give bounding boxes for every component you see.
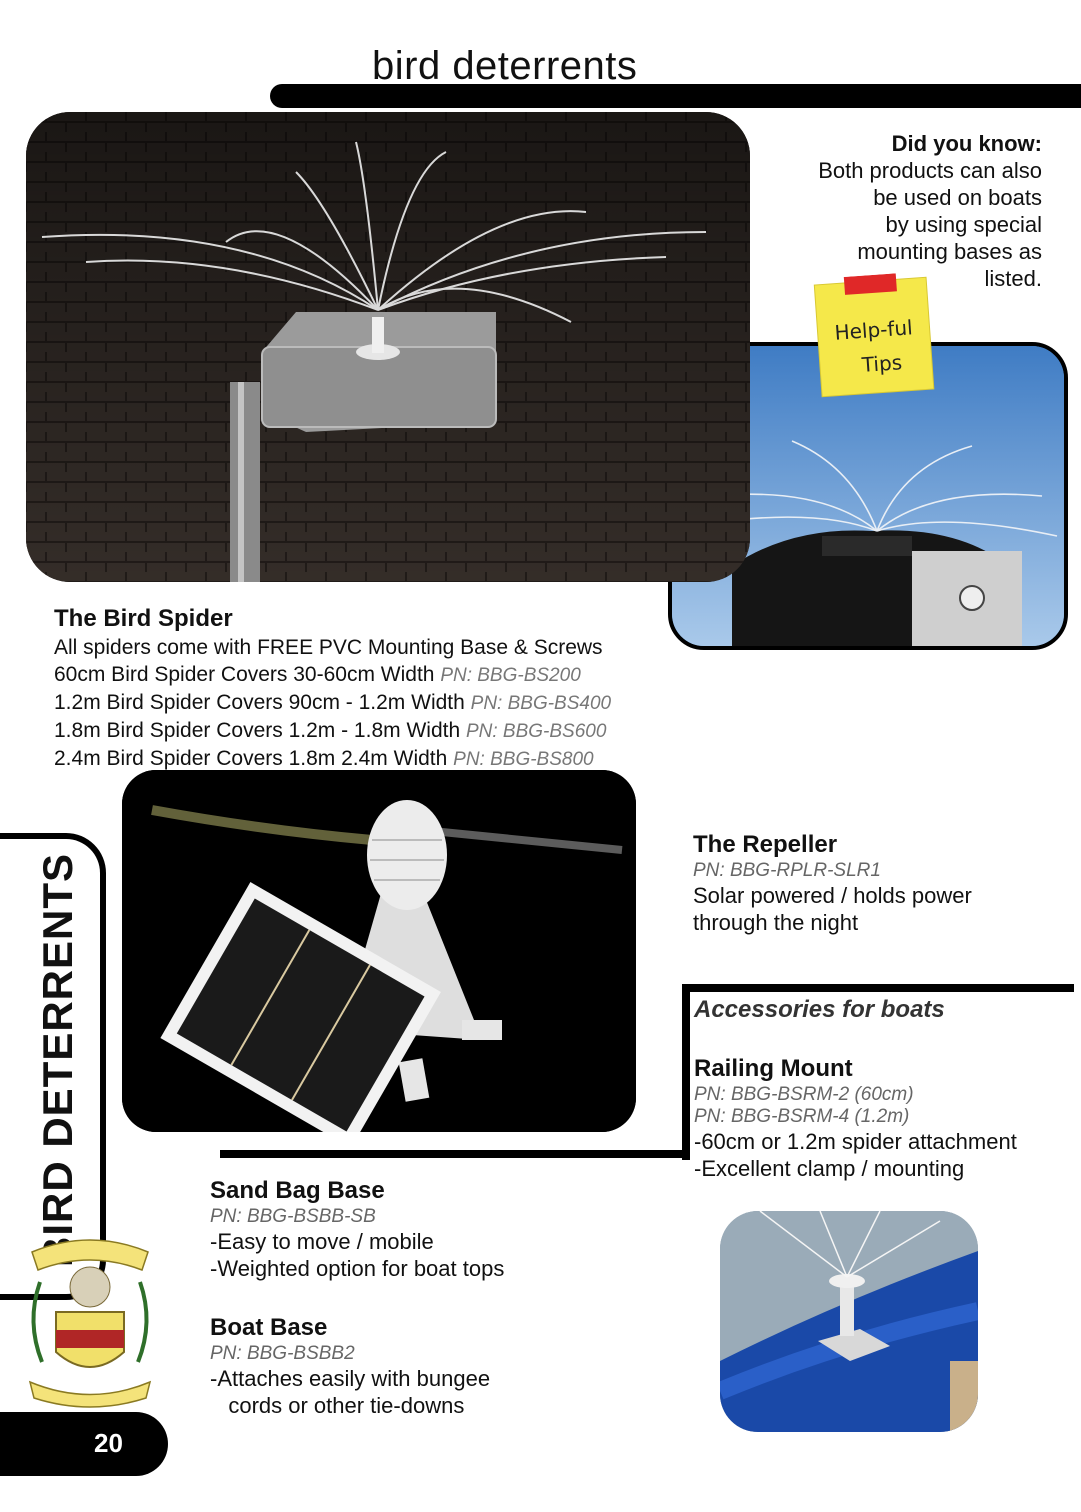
boat-base-feature: -Attaches easily with bungee (210, 1366, 491, 1391)
did-you-know-line: mounting bases as (857, 239, 1042, 264)
did-you-know-line: listed. (984, 266, 1042, 291)
boat-base-feature: cords or other tie-downs (210, 1393, 465, 1418)
did-you-know-line: be used on boats (873, 185, 1042, 210)
bird-spider-item: 2.4m Bird Spider Covers 1.8m 2.4m Width … (54, 747, 594, 770)
part-number: PN: BBG-BS400 (470, 693, 612, 714)
bird-spider-item: 60cm Bird Spider Covers 30-60cm Width PN… (54, 663, 581, 686)
bird-spider-section: The Bird Spider All spiders come with FR… (54, 604, 611, 773)
bird-spider-photo (26, 112, 750, 582)
repeller-photo (122, 770, 636, 1132)
railing-mount-feature: -Excellent clamp / mounting (694, 1156, 965, 1181)
sand-bag-base-feature: -Easy to move / mobile (210, 1229, 434, 1254)
accessories-divider (220, 1150, 690, 1158)
sand-bag-base-feature: -Weighted option for boat tops (210, 1256, 505, 1281)
sticky-note-text-1: Help-ful (834, 315, 914, 344)
did-you-know-heading: Did you know: (891, 131, 1042, 156)
bird-spider-item: 1.8m Bird Spider Covers 1.2m - 1.8m Widt… (54, 719, 607, 742)
side-tab-label: BIRD DETERRENTS (34, 852, 81, 1268)
railing-mount-title: Railing Mount (694, 1055, 853, 1082)
railing-mount-section: Railing Mount PN: BBG-BSRM-2 (60cm) PN: … (694, 1054, 1017, 1182)
accessories-divider (682, 984, 1074, 992)
part-number: PN: BBG-BS600 (465, 721, 607, 742)
boat-base-title: Boat Base (210, 1314, 328, 1341)
sand-bag-base-title: Sand Bag Base (210, 1177, 385, 1204)
accessories-divider (682, 984, 690, 1160)
sticky-note-text-2: Tips (860, 350, 903, 377)
railing-mount-part-number: PN: BBG-BSRM-2 (60cm) (694, 1084, 914, 1105)
railing-mount-photo (720, 1211, 978, 1432)
repeller-desc: Solar powered / holds power (693, 883, 972, 908)
side-tab-frame (0, 833, 106, 1300)
accessories-heading: Accessories for boats (694, 996, 945, 1023)
repeller-desc: through the night (693, 910, 859, 935)
sand-bag-base-section: Sand Bag Base PN: BBG-BSBB-SB -Easy to m… (210, 1176, 504, 1282)
part-number: PN: BBG-BS800 (453, 749, 594, 770)
sand-bag-base-part-number: PN: BBG-BSBB-SB (210, 1206, 376, 1227)
page-title: bird deterrents (372, 44, 638, 88)
did-you-know-box: Did you know: Both products can also be … (760, 130, 1042, 292)
bird-spider-title: The Bird Spider (54, 605, 233, 632)
bird-spider-intro: All spiders come with FREE PVC Mounting … (54, 636, 603, 659)
did-you-know-line: Both products can also (818, 158, 1042, 183)
railing-mount-feature: -60cm or 1.2m spider attachment (694, 1129, 1017, 1154)
bird-spider-item: 1.2m Bird Spider Covers 90cm - 1.2m Widt… (54, 691, 612, 714)
boat-base-section: Boat Base PN: BBG-BSBB2 -Attaches easily… (210, 1313, 490, 1419)
railing-mount-part-number: PN: BBG-BSRM-4 (1.2m) (694, 1106, 910, 1127)
part-number: PN: BBG-BS200 (440, 665, 581, 686)
did-you-know-line: by using special (885, 212, 1042, 237)
title-underline-bar (270, 84, 1081, 108)
page-number: 20 (94, 1428, 123, 1458)
repeller-title: The Repeller (693, 831, 838, 858)
repeller-section: The Repeller PN: BBG-RPLR-SLR1 Solar pow… (693, 830, 972, 936)
company-crest-logo (22, 1232, 158, 1410)
page-number-tab (0, 1412, 168, 1476)
helpful-tips-sticky-note: Help-ful Tips (810, 271, 938, 401)
repeller-part-number: PN: BBG-RPLR-SLR1 (693, 860, 881, 881)
boat-base-part-number: PN: BBG-BSBB2 (210, 1343, 355, 1364)
